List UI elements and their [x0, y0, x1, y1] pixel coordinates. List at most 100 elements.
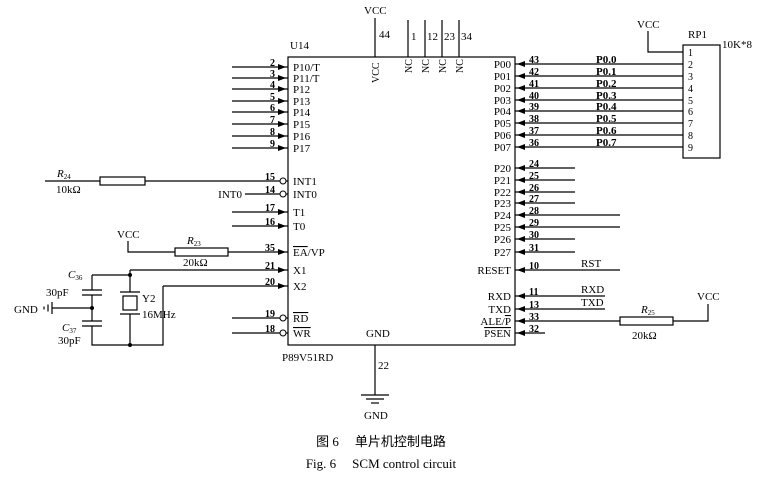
- nc-pin-number: 12: [427, 31, 438, 43]
- osc-gnd-label: GND: [14, 304, 38, 316]
- pin-arrow-icon: [517, 61, 525, 67]
- pin-arrow-icon: [517, 189, 525, 195]
- ref-letter: R: [56, 168, 64, 180]
- r25-wire: [673, 304, 709, 322]
- pin-name: P03: [494, 95, 512, 107]
- pin-name: RXD: [488, 291, 511, 303]
- pin-name: P15: [293, 119, 311, 131]
- chip-body: [287, 56, 516, 346]
- pin-arrow-icon: [517, 224, 525, 230]
- left-pin-p12: 4 P12: [232, 80, 310, 96]
- pin-arrow-icon: [517, 97, 525, 103]
- pin-number: 19: [265, 309, 275, 320]
- r25-value: 20kΩ: [632, 330, 657, 342]
- pin-name: P12: [293, 84, 310, 96]
- pin-arrow-icon: [517, 108, 525, 114]
- active-low-bubble-icon: [279, 177, 287, 185]
- pin-name: INT0: [293, 189, 317, 201]
- rp1-pin-number: 9: [688, 143, 693, 154]
- pin-arrow-icon: [517, 132, 525, 138]
- pin-number: 11: [529, 287, 538, 298]
- pin-number: 3: [270, 69, 275, 80]
- r24-value: 10kΩ: [56, 184, 81, 196]
- rp1-pin-number: 4: [688, 84, 693, 95]
- pin-name: P23: [494, 198, 512, 210]
- pin-number: 40: [529, 91, 539, 102]
- chip-ref: U14: [290, 40, 309, 52]
- gnd-pin-number: 22: [378, 360, 389, 372]
- rp1-pin-number: 3: [688, 72, 693, 83]
- pin-number: 4: [270, 80, 275, 91]
- ground-icon: [43, 302, 53, 314]
- pin-arrow-icon: [278, 283, 286, 289]
- rp1-vcc-label: VCC: [637, 19, 660, 31]
- pin-arrow-icon: [278, 145, 286, 151]
- pin-name-part: RD: [293, 313, 308, 325]
- pin-number: 30: [529, 230, 539, 241]
- pin-arrow-icon: [278, 133, 286, 139]
- net-label: P0.3: [596, 90, 617, 102]
- int0-net-label: INT0: [218, 189, 242, 201]
- pin-name: ALE/P: [480, 316, 511, 328]
- r24-ref: R24: [56, 168, 71, 181]
- pin-arrow-icon: [517, 85, 525, 91]
- ref-letter: C: [62, 322, 70, 334]
- chip-gnd-label: GND: [366, 328, 390, 340]
- pin-number: 31: [529, 243, 539, 254]
- pin-number: 27: [529, 194, 539, 205]
- vcc-pin-number: 44: [379, 29, 391, 41]
- c36-value: 30pF: [46, 287, 69, 299]
- r23-vcc-label: VCC: [117, 229, 140, 241]
- pin-number: 21: [265, 261, 275, 272]
- caption-cn-title: 单片机控制电路: [355, 434, 446, 449]
- pin-number: 39: [529, 102, 539, 113]
- x2-loop-wire: [91, 286, 164, 346]
- pin-number: 35: [265, 243, 275, 254]
- pin-name: RD: [293, 313, 308, 325]
- pin-name: P00: [494, 59, 512, 71]
- pin-name-part: WR: [293, 328, 311, 340]
- ref-letter: R: [186, 235, 194, 247]
- nc-pin-number: 1: [411, 31, 417, 43]
- net-label: P0.7: [596, 137, 617, 149]
- pin-arrow-icon: [517, 73, 525, 79]
- ref-letter: R: [640, 304, 648, 316]
- pin-name: P21: [494, 175, 511, 187]
- pin-number: 26: [529, 183, 539, 194]
- pin-name-part: /VP: [308, 247, 325, 259]
- pin-number: 8: [270, 127, 275, 138]
- pin-number: 37: [529, 126, 539, 137]
- pin-number: 24: [529, 159, 539, 170]
- pin-name-part: PSEN: [484, 328, 511, 340]
- pin-arrow-icon: [517, 165, 525, 171]
- mcu-u14: U14 P89V51RD GND VCC NC NC NC NC: [282, 40, 516, 364]
- resistor-r25: VCC R25 20kΩ: [619, 291, 720, 342]
- pin-name: P11/T: [293, 73, 320, 85]
- vcc-label: VCC: [364, 5, 387, 17]
- rp1-pin-number: 5: [688, 96, 693, 107]
- r23-value: 20kΩ: [183, 257, 208, 269]
- pin-name: P17: [293, 143, 311, 155]
- pin-number: 10: [529, 261, 539, 272]
- gnd-label: GND: [364, 410, 388, 422]
- crystal-ref: Y2: [142, 293, 155, 305]
- pin-name: P26: [494, 234, 512, 246]
